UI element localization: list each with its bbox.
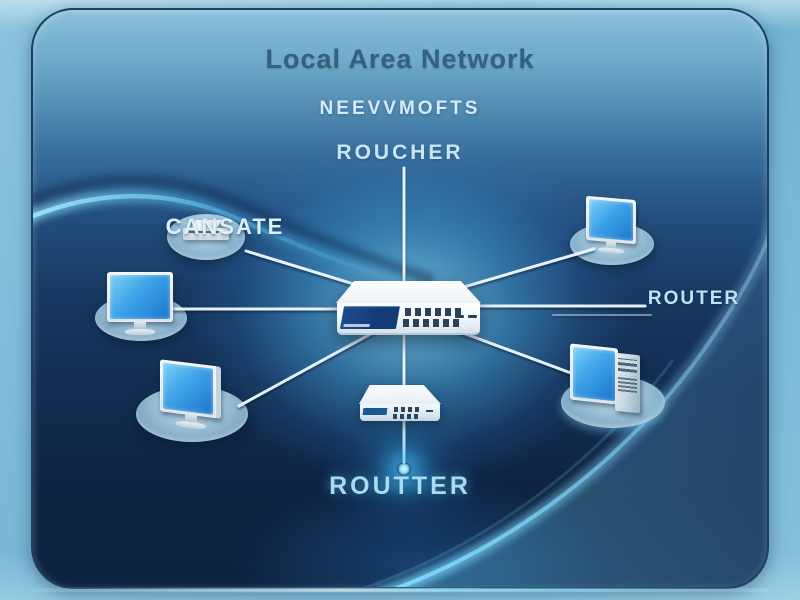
monitor-screen — [589, 199, 633, 241]
swoosh-bottom-right — [394, 234, 767, 587]
glow-dot — [397, 462, 411, 476]
switch-front-face — [360, 404, 440, 421]
printer-icon — [183, 220, 231, 248]
background-swoosh-layer — [33, 174, 767, 587]
desktop-computer-icon — [570, 341, 642, 417]
monitor-stand — [134, 322, 146, 329]
computer-tower — [615, 352, 640, 414]
monitor-frame — [586, 195, 636, 245]
tower-drive-bays — [618, 358, 637, 373]
monitor-icon-left — [107, 272, 173, 335]
switch-led — [468, 315, 477, 318]
switch-top-face — [359, 385, 441, 404]
monitor-frame — [570, 343, 618, 405]
switch-led — [455, 315, 464, 318]
monitor-base — [125, 329, 155, 335]
monitor-screen — [573, 346, 615, 402]
switch-led — [426, 410, 433, 412]
switch-ports-row — [405, 308, 461, 316]
swoosh-fill-bottom-right — [399, 240, 767, 587]
network-switch-icon-small — [359, 385, 441, 425]
computer-monitor — [570, 343, 618, 405]
network-panel: Local Area Network NEEVVMOFTS ROUCHER CA… — [31, 8, 769, 589]
printer-label: CANSATE — [165, 214, 285, 239]
router-label: ROUTER — [647, 288, 741, 309]
swoosh-top-left — [33, 194, 434, 297]
switch-front-face — [337, 303, 480, 335]
bottom-device-label: ROUTTER — [329, 472, 471, 500]
network-switch-icon — [336, 278, 481, 338]
monitor-frame — [160, 359, 221, 419]
monitor-screen — [163, 362, 213, 415]
monitor-icon-bottom-left — [160, 359, 221, 431]
switch-top-face — [336, 281, 481, 303]
switch-display — [339, 306, 401, 329]
switch-display — [362, 408, 388, 415]
monitor-screen — [110, 275, 170, 319]
monitor-frame — [107, 272, 173, 322]
printer-paper-slot — [189, 231, 219, 233]
monitor-icon-top-right — [586, 195, 636, 255]
switch-ports-row — [403, 319, 459, 327]
swoosh-shadow-top-left — [33, 174, 435, 285]
tower-vents — [618, 375, 637, 393]
switch-ports-row — [394, 407, 420, 412]
top-device-label: ROUCHER — [336, 141, 464, 164]
panel-bottom-reflection — [31, 588, 769, 592]
subtitle-label: NEEVVMOFTS — [319, 98, 481, 119]
diagram-title: Local Area Network — [265, 44, 535, 74]
switch-ports-row — [393, 414, 419, 419]
